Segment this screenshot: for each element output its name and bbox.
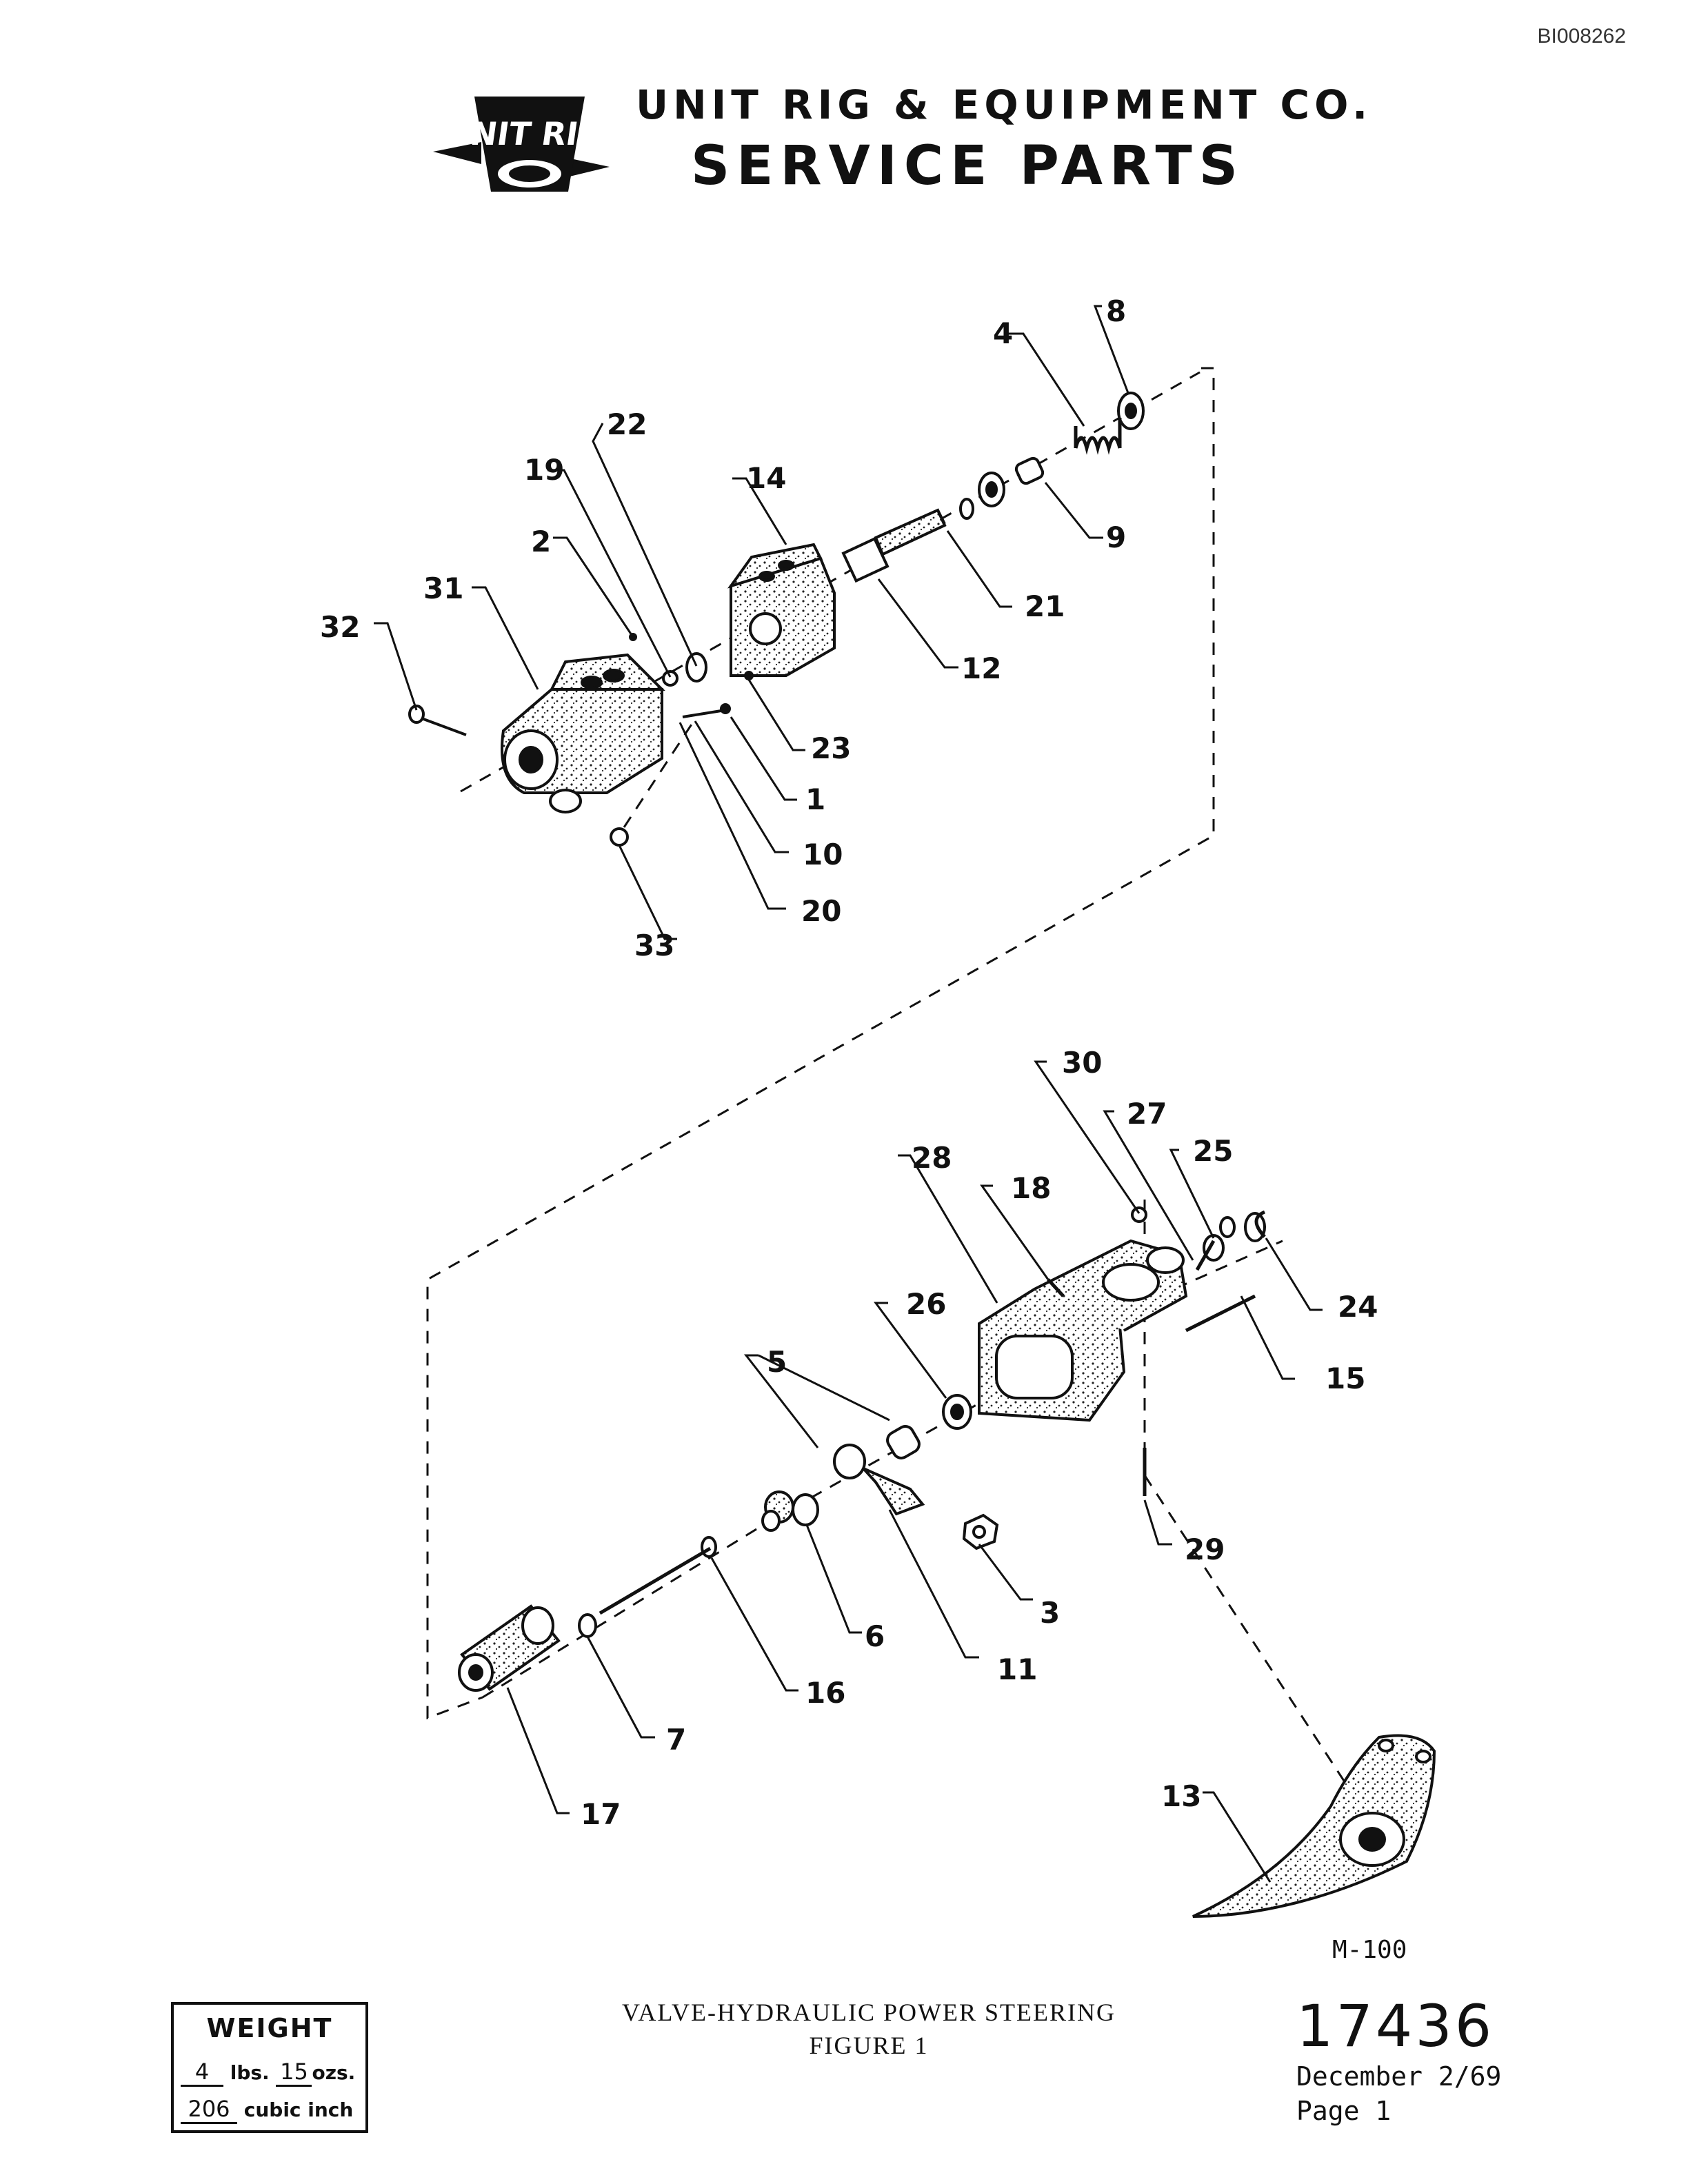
logo-text: UNIT RIG [443,115,607,152]
page-number: Page 1 [1296,2096,1391,2126]
callout-24: 24 [1338,1290,1378,1324]
callout-3: 3 [1040,1596,1060,1630]
callout-27: 27 [1127,1097,1167,1131]
callout-17: 17 [581,1797,621,1831]
model-number: M-100 [1332,1936,1407,1964]
callout-10: 10 [803,838,843,871]
callout-13: 13 [1161,1779,1201,1813]
callout-8: 8 [1106,294,1126,328]
callout-21: 21 [1025,589,1065,623]
callout-5: 5 [767,1345,787,1379]
weight-title: WEIGHT [206,2013,333,2043]
valve-body-31 [501,653,665,813]
spool-12 [841,508,947,583]
end-cap-17 [458,1604,561,1692]
callout-25: 25 [1193,1134,1233,1168]
part-number: 17436 [1296,1992,1495,2060]
page-title: SERVICE PARTS [691,135,1245,197]
callout-28: 28 [912,1141,952,1175]
weight-cubic-value: 206 [181,2096,237,2124]
callout-31: 31 [423,572,463,605]
callout-29: 29 [1185,1533,1225,1566]
callout-33: 33 [634,929,674,962]
callout-30: 30 [1062,1046,1102,1080]
callout-2: 2 [531,525,551,558]
callout-4: 4 [993,316,1013,350]
steering-arm-13 [1192,1734,1436,1918]
callout-6: 6 [865,1619,885,1653]
callout-19: 19 [524,453,564,487]
callout-22: 22 [607,407,647,441]
callout-11: 11 [997,1652,1037,1686]
callout-18: 18 [1011,1171,1051,1205]
document-id: BI008262 [1537,25,1626,48]
weight-ozs-value: 15 [276,2059,312,2087]
callout-32: 32 [320,610,360,644]
callout-7: 7 [666,1723,686,1757]
callout-23: 23 [811,731,851,765]
callout-20: 20 [801,894,841,928]
issue-date: December 2/69 [1296,2061,1502,2092]
callout-14: 14 [746,461,786,495]
weight-cubic: 206 cubic inch [181,2096,353,2124]
weight-lbs-value: 4 [181,2059,223,2087]
callout-26: 26 [906,1287,946,1321]
callout-1: 1 [805,782,825,816]
weight-cubic-unit: cubic inch [243,2099,354,2121]
callout-12: 12 [961,651,1001,685]
valve-block-14 [727,543,836,677]
callout-15: 15 [1325,1362,1365,1395]
company-name: UNIT RIG & EQUIPMENT CO. [636,81,1373,128]
weight-lbs-unit: lbs. [230,2061,270,2084]
unit-rig-logo: UNIT RIG [433,97,610,192]
figure-caption: VALVE-HYDRAULIC POWER STEERING [622,1999,1116,2026]
callout-16: 16 [805,1676,845,1710]
weight-ozs-unit: ozs. [312,2061,356,2084]
spring-4 [1074,418,1122,455]
callout-9: 9 [1106,520,1126,554]
figure-label: FIGURE 1 [809,2032,929,2059]
housing-28 [978,1239,1188,1422]
